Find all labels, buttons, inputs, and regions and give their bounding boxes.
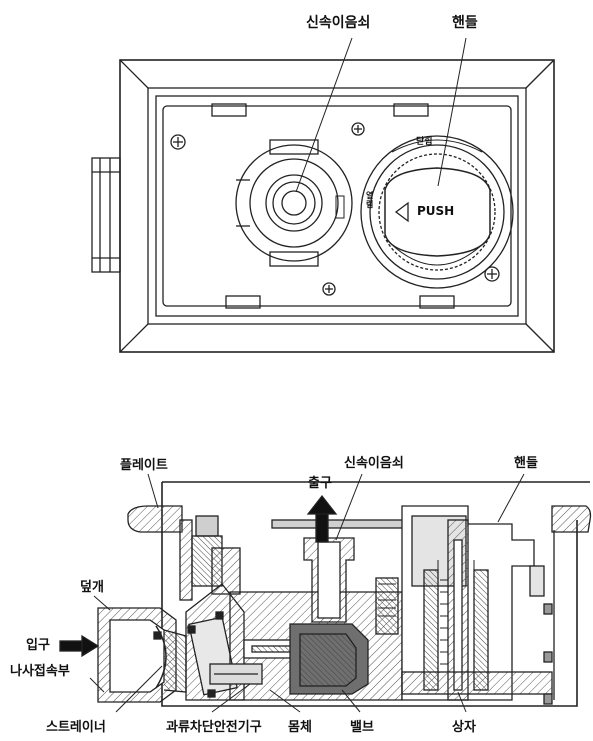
quick-coupler-label: 신속이음쇠: [306, 15, 371, 31]
inner-plate: [162, 105, 512, 307]
screw-icon: [351, 122, 365, 136]
inlet-arrow-icon: [59, 634, 100, 658]
outlet-arrow-icon: [306, 494, 338, 543]
open-marking: 열림: [366, 190, 374, 209]
body-label: 몸체: [288, 720, 312, 735]
screw-icon: [484, 266, 500, 282]
inlet-label: 입구: [26, 638, 50, 653]
section-quick-coupler-label: 신속이음쇠: [344, 456, 404, 471]
strainer: [163, 629, 187, 693]
handle-label: 핸들: [452, 15, 478, 31]
plate-right: [551, 505, 592, 533]
screw-icon: [322, 282, 336, 296]
outer-frame: [119, 59, 555, 353]
closed-marking: 닫힘: [416, 137, 433, 147]
side-pipe-stub: [91, 157, 121, 273]
screw-icon: [170, 134, 186, 150]
strainer-label: 스트레이너: [46, 720, 106, 735]
plate-label: 플레이트: [120, 458, 168, 473]
box-outline: [161, 482, 578, 707]
section-handle-label: 핸들: [514, 456, 538, 471]
valve-label: 밸브: [350, 720, 374, 735]
outlet-label: 출구: [308, 476, 332, 491]
box-label: 상자: [452, 720, 476, 735]
section-view: [59, 473, 592, 713]
handle-knob: [360, 135, 514, 289]
overflow-safety-label: 과류차단안전기구: [166, 720, 262, 735]
top-view: [91, 37, 555, 353]
thread-connection-label: 나사접속부: [10, 664, 70, 679]
quick-coupler: [235, 139, 353, 267]
plate-left: [127, 505, 183, 533]
push-text: PUSH: [417, 204, 455, 218]
cover-label: 덮개: [80, 580, 104, 595]
